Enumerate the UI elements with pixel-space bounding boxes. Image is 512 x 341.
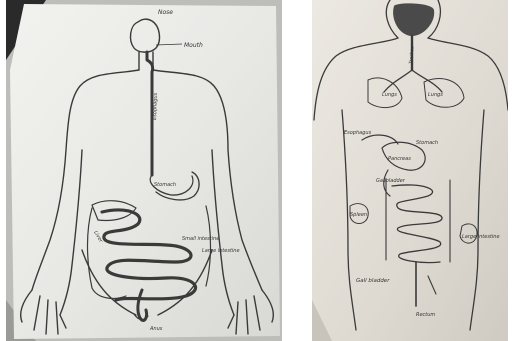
label-stomach: Stomach xyxy=(154,182,176,188)
label-nose: Nose xyxy=(158,9,173,16)
label-stomach: Stomach xyxy=(416,140,438,146)
paper-sheet xyxy=(10,4,280,339)
label-lungs-left: Lungs xyxy=(382,92,397,98)
label-rectum: Rectum xyxy=(416,312,435,318)
photo-left-body-diagram: Nose Mouth Esophagus Stomach Liver Small… xyxy=(6,0,282,341)
photo-right-body-diagram: Trachea Lungs Lungs Esophagus Stomach Pa… xyxy=(312,0,508,341)
label-anus: Anus xyxy=(149,326,163,332)
label-mouth: Mouth xyxy=(184,42,203,49)
label-large-intestine: Large intestine xyxy=(202,248,240,254)
label-lungs-right: Lungs xyxy=(428,92,443,98)
label-small-intestine: Small intestine xyxy=(182,236,219,242)
label-esophagus: Esophagus xyxy=(344,130,372,136)
label-large-intestine-side: Large intestine xyxy=(462,234,500,240)
label-gallbladder: Gallbladder xyxy=(376,178,406,184)
label-esophagus: Esophagus xyxy=(152,92,159,120)
label-pancreas: Pancreas xyxy=(388,156,411,162)
label-gall-bladder: Gall bladder xyxy=(356,278,390,284)
label-spleen: Spleen xyxy=(350,212,367,218)
